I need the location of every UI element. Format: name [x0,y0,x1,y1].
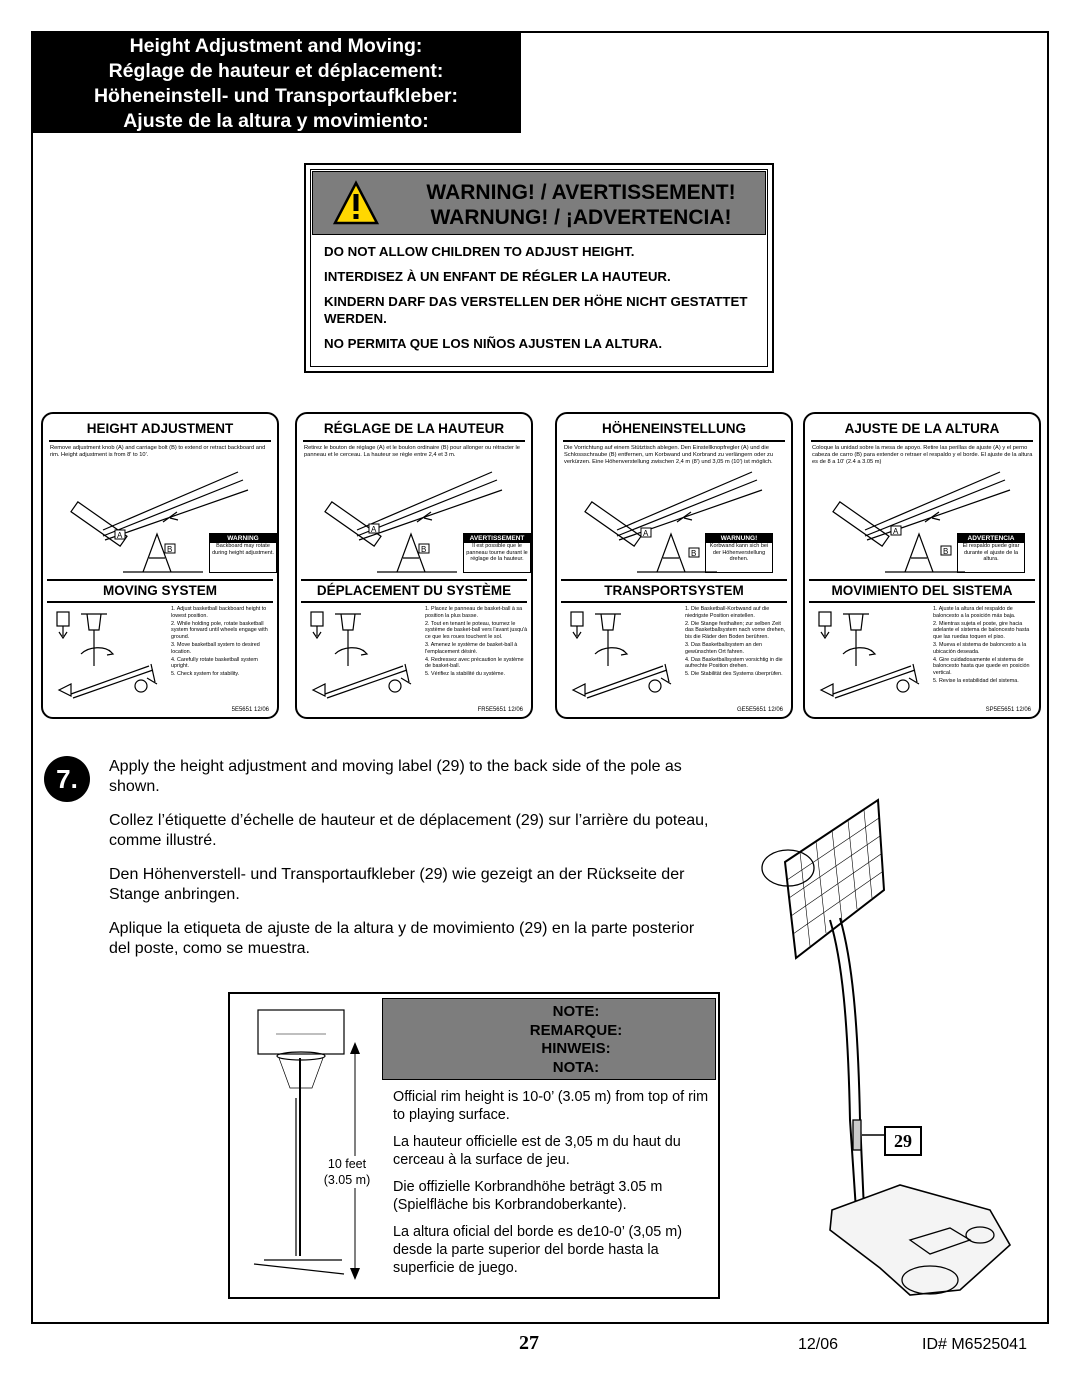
moving-illustration [818,611,920,699]
svg-text:A: A [893,527,899,536]
document-id: ID# M6525041 [922,1336,1027,1353]
title-line-de: Höheneinstell- und Transportaufkleber: [93,85,459,107]
label-code: GE5E5651 12/06 [736,707,783,713]
label-text: Die Vorrichtung auf einem Stütztisch abl… [564,445,773,465]
label-heading-moving: DÉPLACEMENT DU SYSTÈME [301,579,527,603]
label-code: SP5E5651 12/06 [985,707,1031,713]
title-line-en: Height Adjustment and Moving: [129,35,423,57]
label-steps: 1. Ajuste la altura del respaldo de balo… [933,606,1030,684]
svg-text:A: A [643,529,649,538]
label-heading-moving: MOVIMIENTO DEL SISTEMA [809,579,1035,603]
note-text: Official rim height is 10-0’ (3.05 m) fr… [393,1089,709,1276]
warning-header: WARNING! / AVERTISSEMENT! WARNUNG! / ¡AD… [312,171,766,235]
label-heading: RÉGLAGE DE LA HAUTEUR [303,418,525,442]
label-text: Remove adjustment knob (A) and carriage … [50,445,266,458]
label-heading: AJUSTE DE LA ALTURA [811,418,1033,442]
svg-text:B: B [421,545,426,554]
label-french: RÉGLAGE DE LA HAUTEUR Retirez le bouton … [295,412,533,719]
step-instructions: Apply the height adjustment and moving l… [109,758,709,957]
label-heading: HÖHENEINSTELLUNG [563,418,785,442]
label-english: HEIGHT ADJUSTMENT Remove adjustment knob… [41,412,279,719]
label-warning-box: AVERTISSEMENT Il est possible que le pan… [463,533,531,573]
label-steps: 1. Placez le panneau de basket-ball à sa… [425,606,528,678]
warning-title: WARNING! / AVERTISSEMENT! WARNUNG! / ¡AD… [426,181,736,229]
label-warning-box: WARNUNG! Korbwand kann sich bei der Höhe… [705,533,773,573]
label-warning-box: WARNING Backboard may rotate during heig… [209,533,277,573]
height-adjust-illustration: A B [324,471,503,573]
step-number: 7. [44,756,90,802]
warning-triangle-icon [333,180,379,225]
title-line-es: Ajuste de la altura y movimiento: [123,110,429,132]
basketball-system-illustration [761,798,1012,1296]
label-spanish: AJUSTE DE LA ALTURA Coloque la unidad so… [803,412,1041,719]
warning-box: WARNING! / AVERTISSEMENT! WARNUNG! / ¡AD… [304,163,774,373]
height-adjust-illustration: A B [70,471,249,573]
moving-illustration [570,611,672,699]
label-text: Retirez le bouton de réglage (A) et le b… [304,445,520,458]
label-code: 5E5651 12/06 [231,707,269,713]
page-frame [31,31,1049,1324]
svg-text:A: A [371,525,377,534]
label-steps: 1. Adjust basketball backboard height to… [171,606,268,678]
height-adjust-illustration: A B [584,471,763,573]
label-text: Coloque la unidad sobre la mesa de apoyo… [812,445,1033,465]
label-warning-box: ADVERTENCIA El respaldo puede girar dura… [957,533,1025,573]
label-heading-moving: MOVING SYSTEM [47,579,273,603]
svg-text:B: B [167,545,172,554]
height-adjust-illustration: A B [832,471,1011,573]
label-heading-moving: TRANSPORTSYSTEM [561,579,787,603]
label-german: HÖHENEINSTELLUNG Die Vorrichtung auf ein… [555,412,793,719]
svg-text:B: B [943,547,948,556]
note-box: 10 feet (3.05 m) NOTE: REMARQUE: HINWEIS… [228,992,720,1299]
page-title: Height Adjustment and Moving: Réglage de… [31,31,521,133]
moving-illustration [56,611,158,699]
label-steps: 1. Die Basketball-Korbwand auf die niedr… [685,606,786,678]
warning-text: DO NOT ALLOW CHILDREN TO ADJUST HEIGHT. … [324,244,748,351]
rim-height-label: 10 feet (3.05 m) [318,1156,376,1188]
revision-date: 12/06 [798,1336,839,1353]
label-heading: HEIGHT ADJUSTMENT [49,418,271,442]
moving-illustration [310,611,412,699]
part-callout: 29 [884,1126,922,1156]
svg-text:B: B [691,549,696,558]
basketball-hoop-height-illustration [253,1009,360,1280]
title-line-fr: Réglage de hauteur et déplacement: [108,60,444,82]
note-heading: NOTE: REMARQUE: HINWEIS: NOTA: [382,998,716,1080]
svg-text:A: A [117,531,123,540]
label-code: FR5E5651 12/06 [477,707,523,713]
page-number: 27 [519,1332,539,1354]
